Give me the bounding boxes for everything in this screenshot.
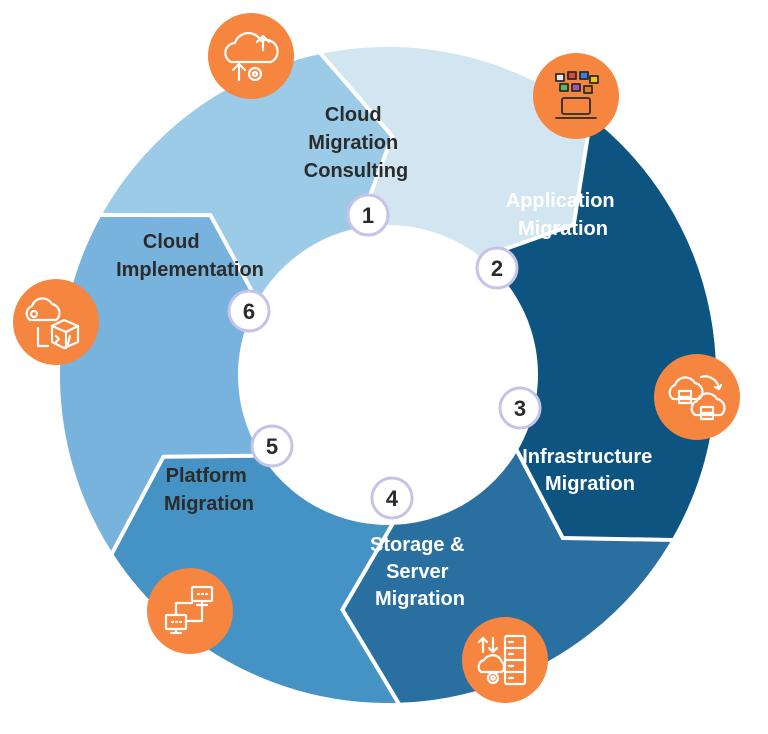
center-disc bbox=[240, 227, 536, 523]
label-line: Migration bbox=[308, 132, 398, 154]
label-line: Infrastructure bbox=[522, 446, 652, 468]
badge-circle bbox=[654, 354, 740, 440]
number-text: 3 bbox=[514, 396, 526, 421]
label-line: Cloud bbox=[143, 231, 200, 253]
label-storage-server-migration: Storage & Server Migration bbox=[370, 534, 470, 610]
label-cloud-migration-consulting: Cloud Migration Consulting bbox=[304, 104, 408, 182]
badge-step-2 bbox=[533, 53, 619, 139]
label-platform-migration: Platform Migration bbox=[164, 465, 254, 515]
label-line: Application bbox=[506, 190, 615, 212]
number-circle bbox=[346, 193, 390, 237]
number-circle bbox=[498, 386, 542, 430]
number-text: 2 bbox=[491, 256, 503, 281]
step-number-1: 1 bbox=[346, 193, 390, 237]
label-line: Migration bbox=[545, 473, 635, 495]
label-infrastructure-migration: Infrastructure Migration bbox=[522, 446, 658, 495]
number-text: 4 bbox=[386, 486, 399, 511]
label-line: Migration bbox=[375, 588, 465, 610]
label-application-migration: Application Migration bbox=[506, 190, 620, 240]
badge-circle bbox=[13, 279, 99, 365]
badge-step-6 bbox=[13, 279, 99, 365]
badge-circle bbox=[208, 13, 294, 99]
label-line: Migration bbox=[518, 218, 608, 240]
step-number-4: 4 bbox=[370, 476, 414, 520]
number-circle bbox=[370, 476, 414, 520]
label-line: Implementation bbox=[116, 259, 264, 281]
number-text: 5 bbox=[266, 434, 278, 459]
label-line: Server bbox=[386, 561, 448, 583]
cloud-upload-gear-icon bbox=[224, 31, 279, 82]
cloud-server-transfer-icon bbox=[668, 375, 726, 421]
apps-laptop-icon bbox=[555, 71, 599, 119]
badge-step-3 bbox=[654, 354, 740, 440]
step-number-2: 2 bbox=[475, 246, 519, 290]
badge-step-5 bbox=[147, 568, 233, 654]
connected-computers-icon bbox=[164, 585, 214, 635]
number-circle bbox=[250, 424, 294, 468]
badge-circle bbox=[533, 53, 619, 139]
label-cloud-implementation: Cloud Implementation bbox=[116, 231, 264, 281]
number-text: 6 bbox=[243, 299, 255, 324]
server-cloud-gear-icon bbox=[477, 634, 527, 686]
number-text: 1 bbox=[362, 203, 374, 228]
badge-step-1 bbox=[208, 13, 294, 99]
label-line: Migration bbox=[164, 493, 254, 515]
number-circle bbox=[475, 246, 519, 290]
label-line: Consulting bbox=[304, 160, 408, 182]
label-line: Storage & bbox=[370, 534, 464, 556]
label-line: Platform bbox=[166, 465, 247, 487]
step-number-5: 5 bbox=[250, 424, 294, 468]
label-line: Cloud bbox=[325, 104, 382, 126]
step-number-3: 3 bbox=[498, 386, 542, 430]
cloud-code-cube-icon bbox=[25, 297, 80, 350]
badge-step-4 bbox=[462, 617, 548, 703]
number-circle bbox=[227, 289, 271, 333]
badge-circle bbox=[147, 568, 233, 654]
step-number-6: 6 bbox=[227, 289, 271, 333]
